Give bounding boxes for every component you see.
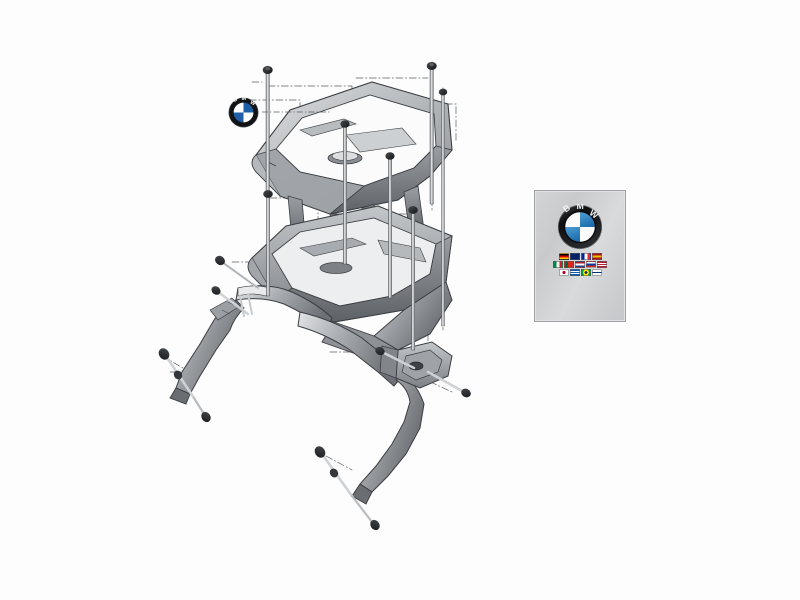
flag-russia[interactable] [586, 261, 596, 268]
mounting-bolts [158, 62, 471, 531]
flag-greece[interactable] [569, 269, 580, 276]
flag-japan[interactable] [558, 269, 569, 276]
flag-france[interactable] [580, 253, 591, 260]
flag-italy[interactable] [553, 261, 563, 268]
flag-brazil[interactable] [580, 269, 591, 276]
flag-spain[interactable] [591, 253, 602, 260]
flag-row [553, 261, 607, 268]
svg-text:B: B [232, 97, 239, 104]
upper-carrier-plate [251, 81, 453, 215]
flag-germany[interactable] [558, 253, 569, 260]
svg-text:W: W [249, 100, 256, 108]
left-grab-handle [169, 285, 333, 405]
svg-text:M: M [242, 97, 247, 102]
bmw-roundel-icon: B M W [557, 201, 603, 250]
flag-portugal[interactable] [564, 261, 574, 268]
flag-finland[interactable] [591, 269, 602, 276]
flag-row [553, 269, 607, 276]
flag-usa[interactable] [597, 261, 607, 268]
flag-row [553, 253, 607, 260]
flag-united-kingdom[interactable] [569, 253, 580, 260]
panel-roundel-wrap: B M W [557, 201, 603, 255]
bmw-roundel-icon: B M W [228, 96, 259, 128]
svg-text:B: B [561, 204, 572, 214]
flag-netherlands[interactable] [575, 261, 585, 268]
bmw-info-panel: B M W [534, 190, 626, 322]
bmw-roundel-emblem-part: B M W [228, 96, 259, 128]
svg-text:M: M [577, 204, 584, 211]
right-grab-handle [297, 311, 425, 505]
language-flags-grid [553, 253, 607, 276]
